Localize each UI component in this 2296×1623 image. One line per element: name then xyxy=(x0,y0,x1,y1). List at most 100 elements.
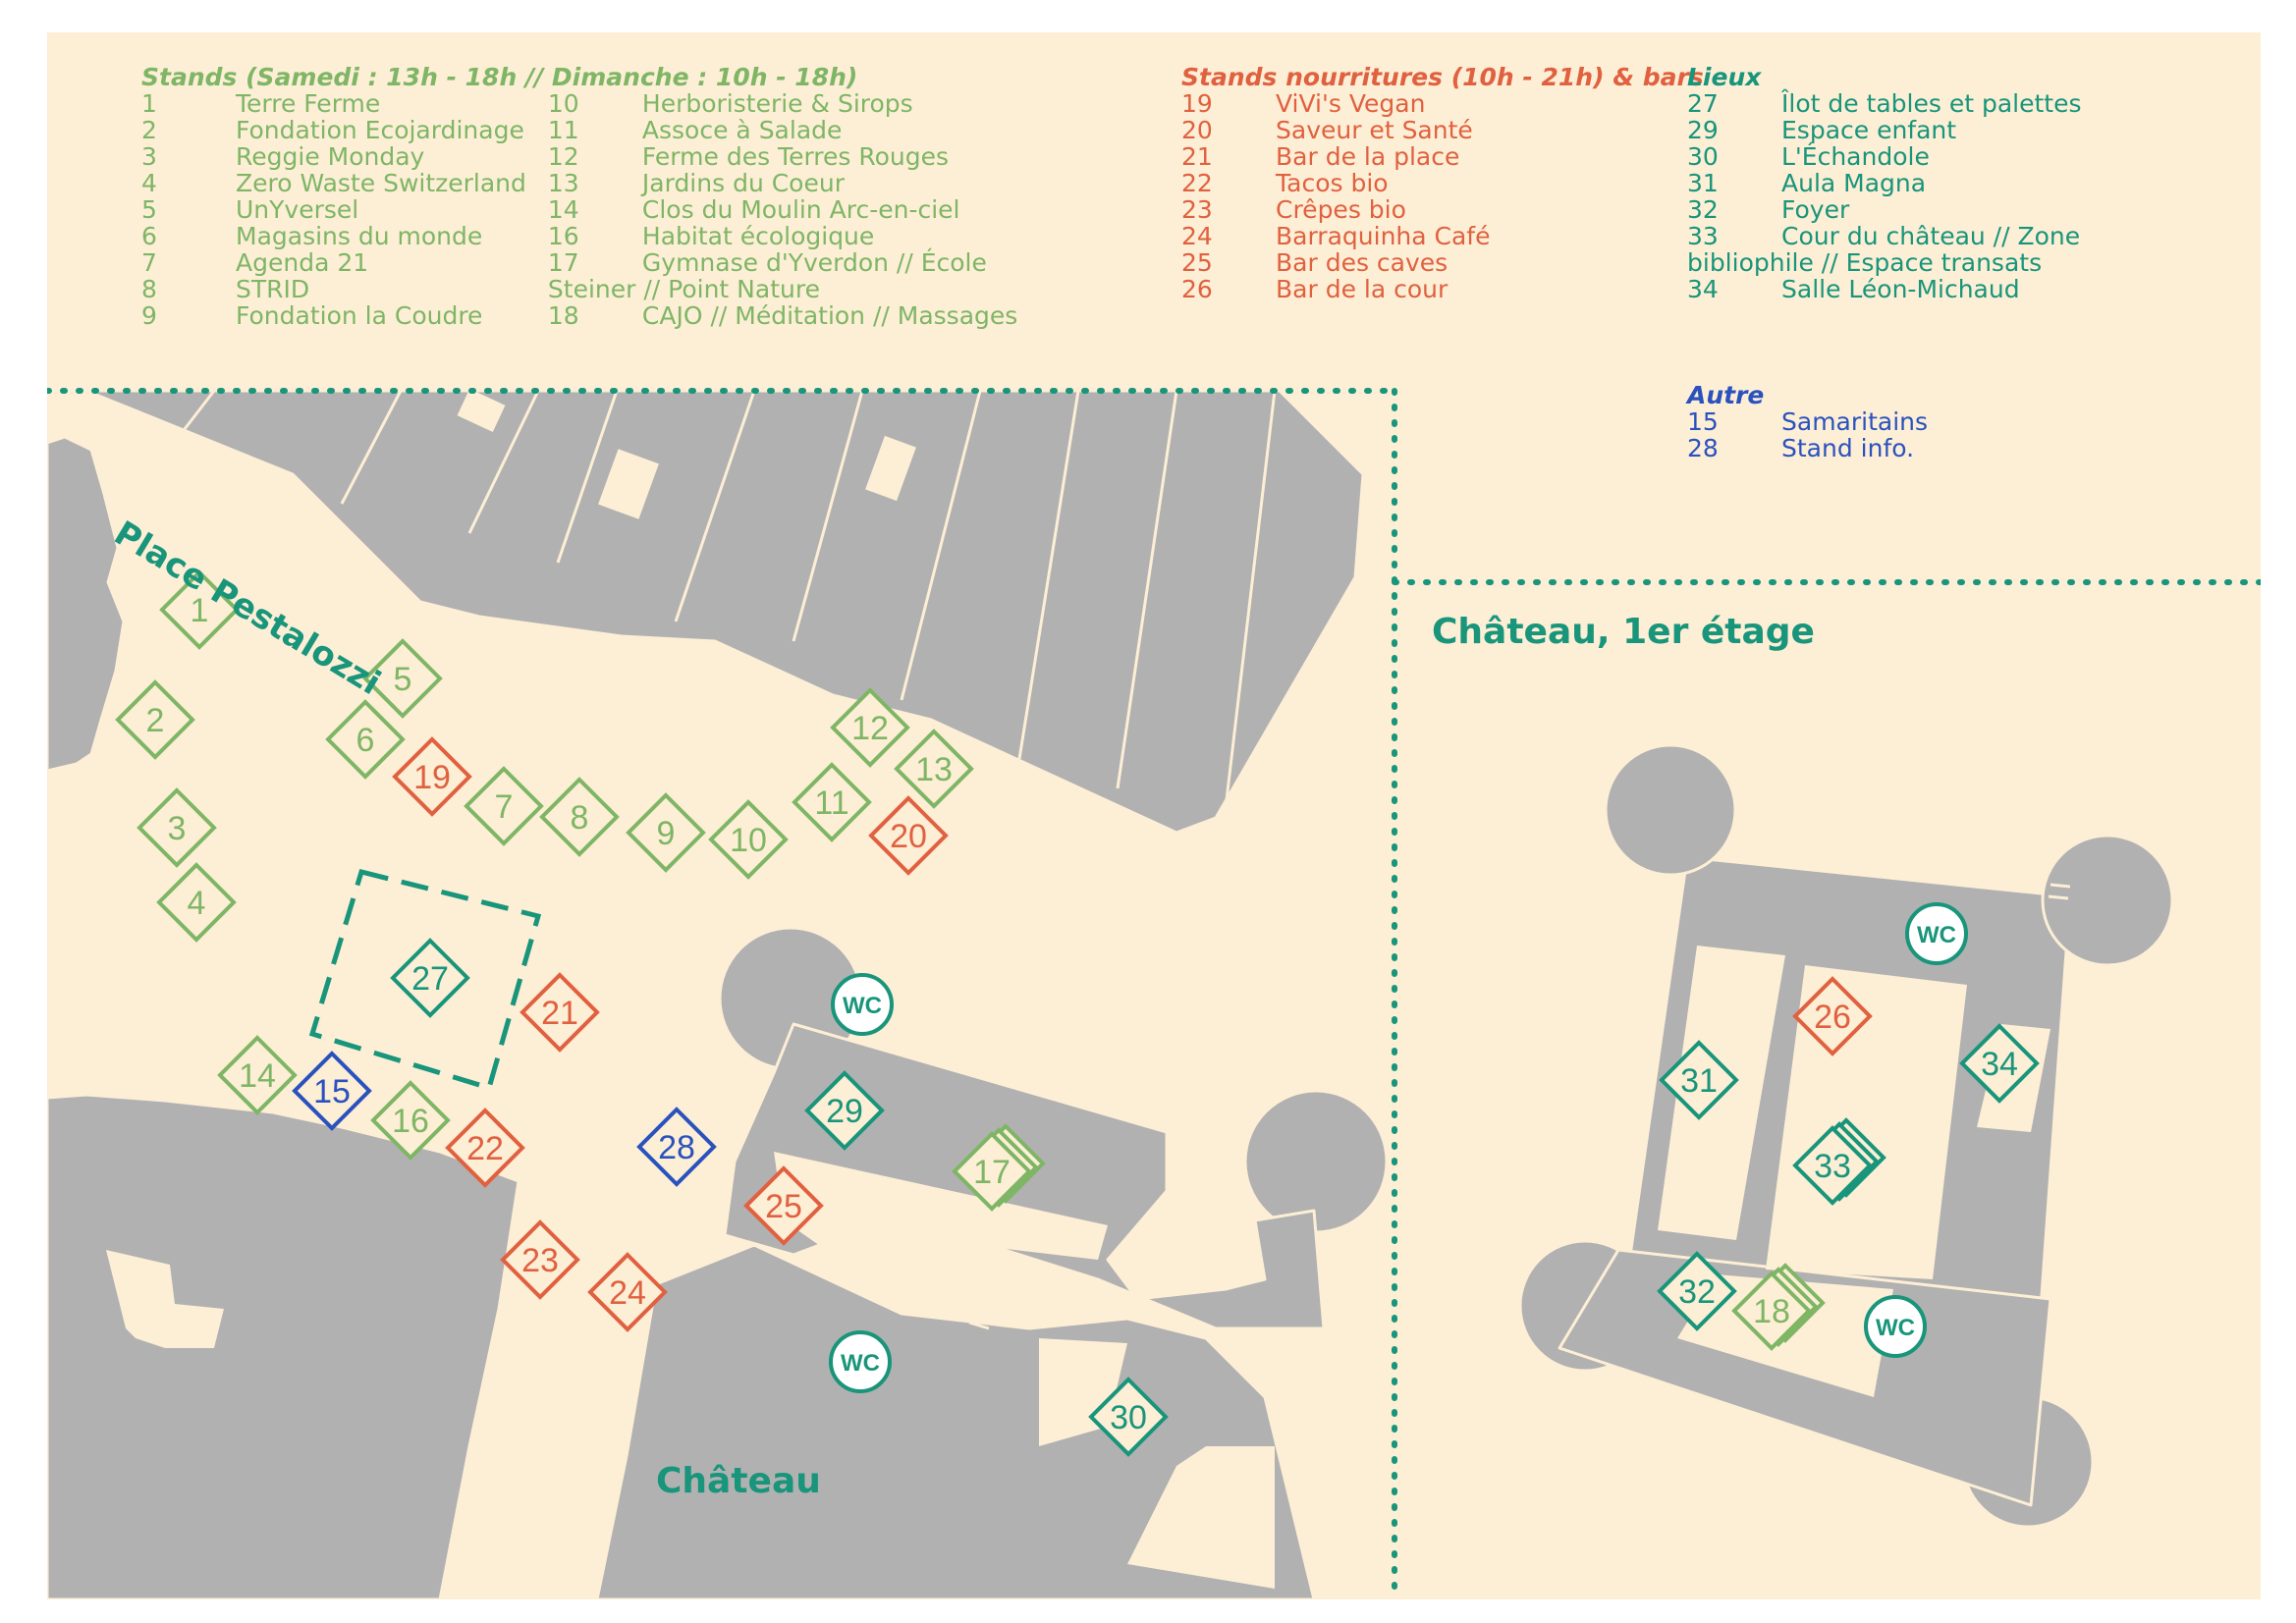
marker-label: 11 xyxy=(814,784,848,822)
legend-item-number: 19 xyxy=(1181,89,1213,118)
marker-16: 16 xyxy=(370,1080,451,1161)
legend-item-number: 15 xyxy=(1687,407,1719,436)
legend-item-number: 2 xyxy=(141,116,157,144)
marker-19: 19 xyxy=(392,736,472,817)
label-chateau-floor: Château, 1er étage xyxy=(1432,612,1815,652)
marker-23: 23 xyxy=(500,1219,580,1300)
legend-item-number: 14 xyxy=(547,195,579,224)
marker-label: 17 xyxy=(973,1154,1011,1191)
legend-item-number: 5 xyxy=(141,195,157,224)
marker-label: 28 xyxy=(658,1129,695,1166)
marker-diamond xyxy=(1959,1023,2040,1104)
marker-27: 27 xyxy=(390,938,470,1018)
marker-17: 17 xyxy=(952,1123,1046,1212)
legend-item-number: 32 xyxy=(1687,195,1719,224)
marker-9: 9 xyxy=(626,792,706,873)
legend-item-name: Magasins du monde xyxy=(236,222,483,250)
legend-food: Stands nourritures (10h - 21h) & bars 19… xyxy=(1181,64,1704,302)
legend-item-name: Fondation Ecojardinage xyxy=(236,116,524,144)
marker-diamond xyxy=(500,1219,580,1300)
marker-label: 12 xyxy=(851,710,889,747)
marker-diamond xyxy=(539,777,620,857)
legend-item-name: Foyer xyxy=(1781,195,1850,224)
legend-item-number: 8 xyxy=(141,275,157,303)
marker-diamond xyxy=(1731,1271,1812,1351)
legend-item-name: Crêpes bio xyxy=(1276,195,1406,224)
marker-26: 26 xyxy=(1792,976,1873,1056)
legend-item-name: Aula Magna xyxy=(1781,169,1927,197)
marker-diamond xyxy=(743,1165,824,1246)
marker-label: 26 xyxy=(1814,999,1851,1036)
marker-diamond xyxy=(1088,1377,1169,1457)
legend-item: 15 Samaritains xyxy=(1687,408,1928,435)
marker-diamond xyxy=(636,1107,717,1187)
wc-label: WC xyxy=(1917,922,1956,948)
legend-food-title: Stands nourritures (10h - 21h) & bars xyxy=(1181,63,1704,91)
legend-item-name: Samaritains xyxy=(1781,407,1929,436)
building-southwest xyxy=(47,1093,520,1599)
legend-item-number: 28 xyxy=(1687,434,1719,462)
marker-2: 2 xyxy=(115,679,195,760)
legend-item-name: Habitat écologique xyxy=(641,222,875,250)
legend-item: 32 Foyer xyxy=(1687,196,2082,223)
marker-diamond xyxy=(362,638,443,719)
legend-item-number: 1 xyxy=(141,89,157,118)
legend-item-number: 4 xyxy=(141,169,157,197)
legend-item-number: 11 xyxy=(547,116,579,144)
marker-label: 1 xyxy=(191,592,209,629)
marker-22: 22 xyxy=(445,1108,525,1188)
marker-diamond xyxy=(804,1070,885,1151)
marker-label: 4 xyxy=(188,885,206,922)
legend-item-number: 24 xyxy=(1181,222,1213,250)
legend-item: Steiner // Point Nature xyxy=(548,276,1017,302)
marker-label: 25 xyxy=(765,1188,802,1225)
marker-18: 18 xyxy=(1731,1263,1826,1351)
legend-item-name: Jardins du Coeur xyxy=(641,169,845,197)
marker-label: 9 xyxy=(657,815,676,852)
legend-item-name: Îlot de tables et palettes xyxy=(1781,89,2082,118)
legend-item-name: bibliophile // Espace transats xyxy=(1687,248,2043,277)
marker-10: 10 xyxy=(708,799,789,880)
marker-label: 34 xyxy=(1981,1046,2018,1083)
marker-label: 6 xyxy=(356,722,375,759)
legend-item-name: Stand info. xyxy=(1781,434,1915,462)
marker-diamond xyxy=(370,1080,451,1161)
marker-label: 2 xyxy=(146,702,165,739)
legend-stands-title: Stands (Samedi : 13h - 18h // Dimanche :… xyxy=(141,63,858,91)
legend-item-name: Salle Léon-Michaud xyxy=(1781,275,2020,303)
marker-label: 15 xyxy=(313,1073,351,1110)
legend-other-items: 15 Samaritains 28 Stand info. xyxy=(1687,408,1928,461)
legend-other-title: Autre xyxy=(1687,381,1765,409)
marker-diamond xyxy=(159,569,240,650)
marker-label: 5 xyxy=(394,661,412,698)
wc-icon: WC xyxy=(831,973,894,1036)
marker-3: 3 xyxy=(137,787,217,868)
marker-34: 34 xyxy=(1959,1023,2040,1104)
marker-29: 29 xyxy=(804,1070,885,1151)
legend-item-name: CAJO // Méditation // Massages xyxy=(641,301,1018,330)
marker-diamond xyxy=(156,862,237,943)
marker-label: 22 xyxy=(466,1130,504,1167)
legend-item-name: Agenda 21 xyxy=(236,248,369,277)
legend-item-name: Cour du château // Zone xyxy=(1781,222,2081,250)
marker-diamond xyxy=(1792,976,1873,1056)
marker-8: 8 xyxy=(539,777,620,857)
marker-label: 20 xyxy=(890,818,927,855)
legend-item-name: UnYversel xyxy=(236,195,359,224)
marker-diamond xyxy=(1792,1125,1873,1206)
